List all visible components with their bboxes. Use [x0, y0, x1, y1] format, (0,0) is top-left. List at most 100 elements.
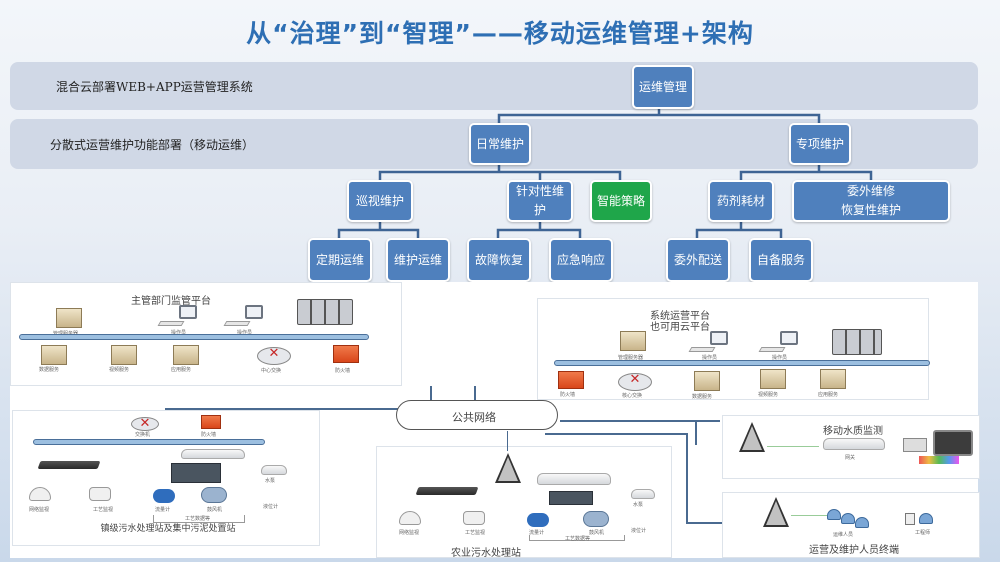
antenna-tower-icon: [739, 422, 765, 452]
device-label: 运维人员: [833, 532, 854, 538]
handheld-terminal-icon: [827, 509, 841, 520]
device-label: 工艺监视: [93, 507, 114, 513]
node-smart-strategy[interactable]: 智能策略: [590, 180, 652, 222]
device-label: 数据服务: [39, 367, 60, 373]
router-icon: [618, 372, 652, 391]
panel-town-station: 交换机 防火墙 网络监视 工艺监视 流量计 鼓风机 水泵 液位计 工艺数据等 镇…: [12, 410, 320, 546]
node-outsourced-delivery[interactable]: 委外配送: [666, 238, 730, 282]
device-label: 操作员: [237, 330, 253, 336]
device-label: 视频服务: [109, 367, 130, 373]
engineer-icon: [919, 513, 933, 524]
device-label: 应用服务: [818, 392, 839, 398]
panel-mobile-water-quality: 移动水质监测 网关: [722, 415, 980, 479]
device-label: 水泵: [265, 478, 276, 484]
public-network-label: 公共网络: [452, 411, 496, 424]
controller-icon: [549, 491, 593, 505]
tablet-icon: [905, 513, 915, 525]
device-label: 网关: [845, 455, 856, 461]
handheld-terminal-icon: [841, 513, 855, 524]
town-station-title: 镇级污水处理站及集中污泥处置站: [100, 524, 236, 534]
router-icon: [131, 416, 159, 431]
antenna-tower-icon: [495, 453, 521, 483]
operations-title-line2: 也可用云平台: [650, 322, 710, 333]
bullet-camera-icon: [89, 487, 111, 501]
keyboard-icon: [223, 321, 251, 326]
monitor-icon: [245, 305, 263, 319]
keyboard-icon: [157, 321, 185, 326]
node-daily-maintenance[interactable]: 日常维护: [469, 123, 531, 165]
firewall-icon: [201, 415, 221, 429]
device-label: 水泵: [633, 502, 644, 508]
server-icon: [694, 371, 720, 391]
device-label: 鼓风机: [589, 530, 605, 536]
process-data-bracket: [153, 515, 245, 523]
operations-title: 系统运营平台也可用云平台: [650, 311, 710, 333]
gateway-icon: [181, 449, 245, 459]
operations-title-line1: 系统运营平台: [650, 311, 710, 322]
node-self-service[interactable]: 自备服务: [749, 238, 813, 282]
device-label: 应用服务: [171, 367, 192, 373]
page-title: 从“治理”到“智理”——移动运维管理+架构: [246, 19, 754, 48]
monitor-icon: [710, 331, 728, 345]
device-label: 防火墙: [201, 432, 217, 438]
node-maintenance-ops[interactable]: 维护运维: [386, 238, 450, 282]
public-network-cloud: 公共网络: [396, 400, 558, 430]
analyzer-icon: [903, 438, 927, 452]
maintenance-terminal-title: 运营及维护人员终端: [809, 545, 899, 556]
keyboard-icon: [758, 347, 786, 352]
node-ops-management[interactable]: 运维管理: [632, 65, 694, 109]
device-label: 管理服务器: [618, 355, 644, 361]
device-label: 操作员: [702, 355, 718, 361]
device-label: 数据服务: [692, 394, 713, 400]
device-label: 工艺监视: [465, 530, 486, 536]
band-mobile-ops-label: 分散式运营维护功能部署（移动运维）: [50, 138, 255, 152]
server-icon: [111, 345, 137, 365]
band-management-system-label: 混合云部署WEB+APP运营管理系统: [56, 80, 253, 94]
dome-camera-icon: [29, 487, 51, 501]
node-fault-recovery[interactable]: 故障恢复: [467, 238, 531, 282]
connector-line: [507, 431, 508, 451]
monitor-icon: [179, 305, 197, 319]
flowmeter-icon: [153, 489, 175, 503]
firewall-icon: [333, 345, 359, 363]
storage-array-icon: [832, 329, 882, 355]
node-targeted-maintenance-label: 针对性维护: [515, 184, 564, 217]
antenna-tower-icon: [763, 497, 789, 527]
blower-icon: [201, 487, 227, 503]
connector-line: [474, 386, 476, 408]
node-targeted-maintenance[interactable]: 针对性维护: [507, 180, 573, 222]
device-label: 核心交换: [622, 393, 643, 399]
keyboard-icon: [688, 347, 716, 352]
node-scheduled-ops[interactable]: 定期运维: [308, 238, 372, 282]
node-outsourced-repair[interactable]: 委外维修 恢复性维护: [792, 180, 950, 222]
connector-line: [686, 522, 722, 524]
node-special-maintenance[interactable]: 专项维护: [789, 123, 851, 165]
mobile-water-title: 移动水质监测: [823, 426, 883, 437]
handheld-terminal-icon: [855, 517, 869, 528]
controller-icon: [171, 463, 221, 483]
server-icon: [620, 331, 646, 351]
gateway-icon: [823, 438, 885, 450]
device-label: 网络监视: [29, 507, 50, 513]
server-icon: [760, 369, 786, 389]
connector-line: [545, 433, 687, 435]
panel-maintenance-terminal: 运维人员 工程师 运营及维护人员终端: [722, 492, 980, 558]
network-bus: [554, 360, 930, 366]
device-label: 工艺数据等: [565, 536, 591, 542]
connector-line: [560, 420, 720, 422]
device-label: 交换机: [135, 432, 151, 438]
node-patrol-maintenance[interactable]: 巡视维护: [347, 180, 413, 222]
flowmeter-icon: [527, 513, 549, 527]
network-bus: [33, 439, 265, 445]
node-chemical-consumables[interactable]: 药剂耗材: [708, 180, 774, 222]
node-emergency-response[interactable]: 应急响应: [549, 238, 613, 282]
storage-array-icon: [297, 299, 353, 325]
device-label: 防火墙: [560, 392, 576, 398]
wireless-link: [791, 515, 831, 516]
server-icon: [820, 369, 846, 389]
device-label: 网络监视: [399, 530, 420, 536]
connector-line: [165, 408, 400, 410]
test-kit-case-icon: [933, 430, 973, 456]
panel-rural-station: 网络监视 工艺监视 流量计 鼓风机 水泵 液位计 工艺数据等 农业污水处理站: [376, 431, 672, 559]
device-label: 液位计: [631, 528, 647, 534]
